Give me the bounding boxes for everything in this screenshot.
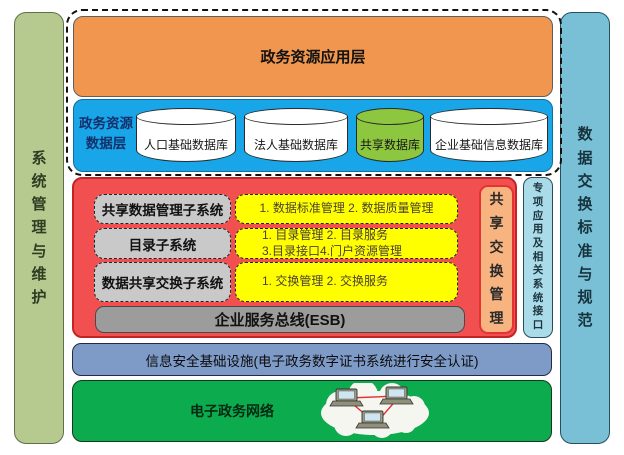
special-application-interface-label: 专项应用及相关系统接口	[532, 182, 544, 331]
database-cylinder-population: 人口基础数据库	[136, 108, 236, 162]
function-line: 1. 数据标准管理 2. 数据质量管理	[259, 201, 434, 216]
function-line: 1. 目录管理 2. 目录服务	[262, 227, 389, 242]
egov-network-label: 电子政务网络	[190, 403, 274, 419]
resource-layers-group: 政务资源应用层 政务资源 数据层 人口基础数据库 法人基础数据库 共享数据库	[66, 9, 562, 176]
sidebar-data-exchange-standards: 数据交换标准与规范	[560, 12, 610, 444]
functions-data-sharing-exchange: 1. 交换管理 2. 交换服务	[235, 262, 458, 302]
computer-icon	[329, 386, 414, 429]
exchange-platform-box: 共享数据管理子系统 1. 数据标准管理 2. 数据质量管理 目录子系统 1. 目…	[72, 177, 517, 338]
security-infrastructure-label: 信息安全基础设施(电子政务数字证书系统进行安全认证)	[145, 353, 479, 369]
sidebar-system-maintenance-label: 系统管理与维护	[31, 149, 47, 307]
subsystem-label: 数据共享交换子系统	[101, 276, 224, 291]
exchange-management-column: 共享交换管理	[479, 185, 514, 334]
esb-bus-label: 企业服务总线(ESB)	[214, 312, 346, 329]
database-cylinder-icon	[356, 108, 424, 125]
database-name: 人口基础数据库	[143, 137, 228, 152]
function-line: 3.目录接口4.门户资源管理	[262, 243, 403, 258]
database-name: 法人基础数据库	[253, 137, 338, 152]
exchange-management-label: 共享交换管理	[489, 191, 504, 327]
functions-catalog: 1. 目录管理 2. 目录服务 3.目录接口4.门户资源管理	[235, 228, 458, 259]
security-infrastructure-bar: 信息安全基础设施(电子政务数字证书系统进行安全认证)	[72, 343, 552, 376]
function-line: 1. 交换管理 2. 交换服务	[262, 274, 389, 289]
database-cylinder-icon	[430, 108, 548, 125]
network-cloud-icon	[321, 383, 429, 438]
subsystem-label: 共享数据管理子系统	[101, 203, 224, 218]
data-layer-label-line2: 数据层	[85, 135, 127, 151]
database-name: 共享数据库	[359, 137, 420, 152]
data-layer-box: 政务资源 数据层 人口基础数据库 法人基础数据库 共享数据库	[73, 99, 553, 172]
database-cylinder-icon	[244, 108, 348, 125]
special-application-interface-column: 专项应用及相关系统接口	[523, 177, 553, 338]
functions-shared-data-management: 1. 数据标准管理 2. 数据质量管理	[235, 194, 458, 224]
database-cylinder-icon	[136, 108, 236, 125]
application-layer-title: 政务资源应用层	[260, 49, 366, 66]
database-name: 企业基础信息数据库	[434, 137, 543, 152]
data-layer-label-line1: 政务资源	[79, 116, 133, 131]
subsystem-label: 目录子系统	[128, 237, 197, 253]
subsystem-catalog: 目录子系统	[94, 228, 231, 259]
egov-network-box: 电子政务网络	[72, 380, 552, 442]
database-cylinder-enterprise: 企业基础信息数据库	[430, 108, 548, 162]
subsystem-shared-data-management: 共享数据管理子系统	[94, 194, 231, 224]
data-layer-label: 政务资源 数据层	[76, 114, 136, 153]
sidebar-system-maintenance: 系统管理与维护	[14, 12, 64, 444]
application-layer-box: 政务资源应用层	[73, 16, 553, 97]
database-cylinder-legal-person: 法人基础数据库	[244, 108, 348, 162]
sidebar-data-exchange-standards-label: 数据交换标准与规范	[577, 126, 593, 330]
esb-bus-bar: 企业服务总线(ESB)	[95, 306, 465, 333]
database-cylinder-shared: 共享数据库	[356, 108, 424, 162]
subsystem-data-sharing-exchange: 数据共享交换子系统	[94, 262, 231, 302]
